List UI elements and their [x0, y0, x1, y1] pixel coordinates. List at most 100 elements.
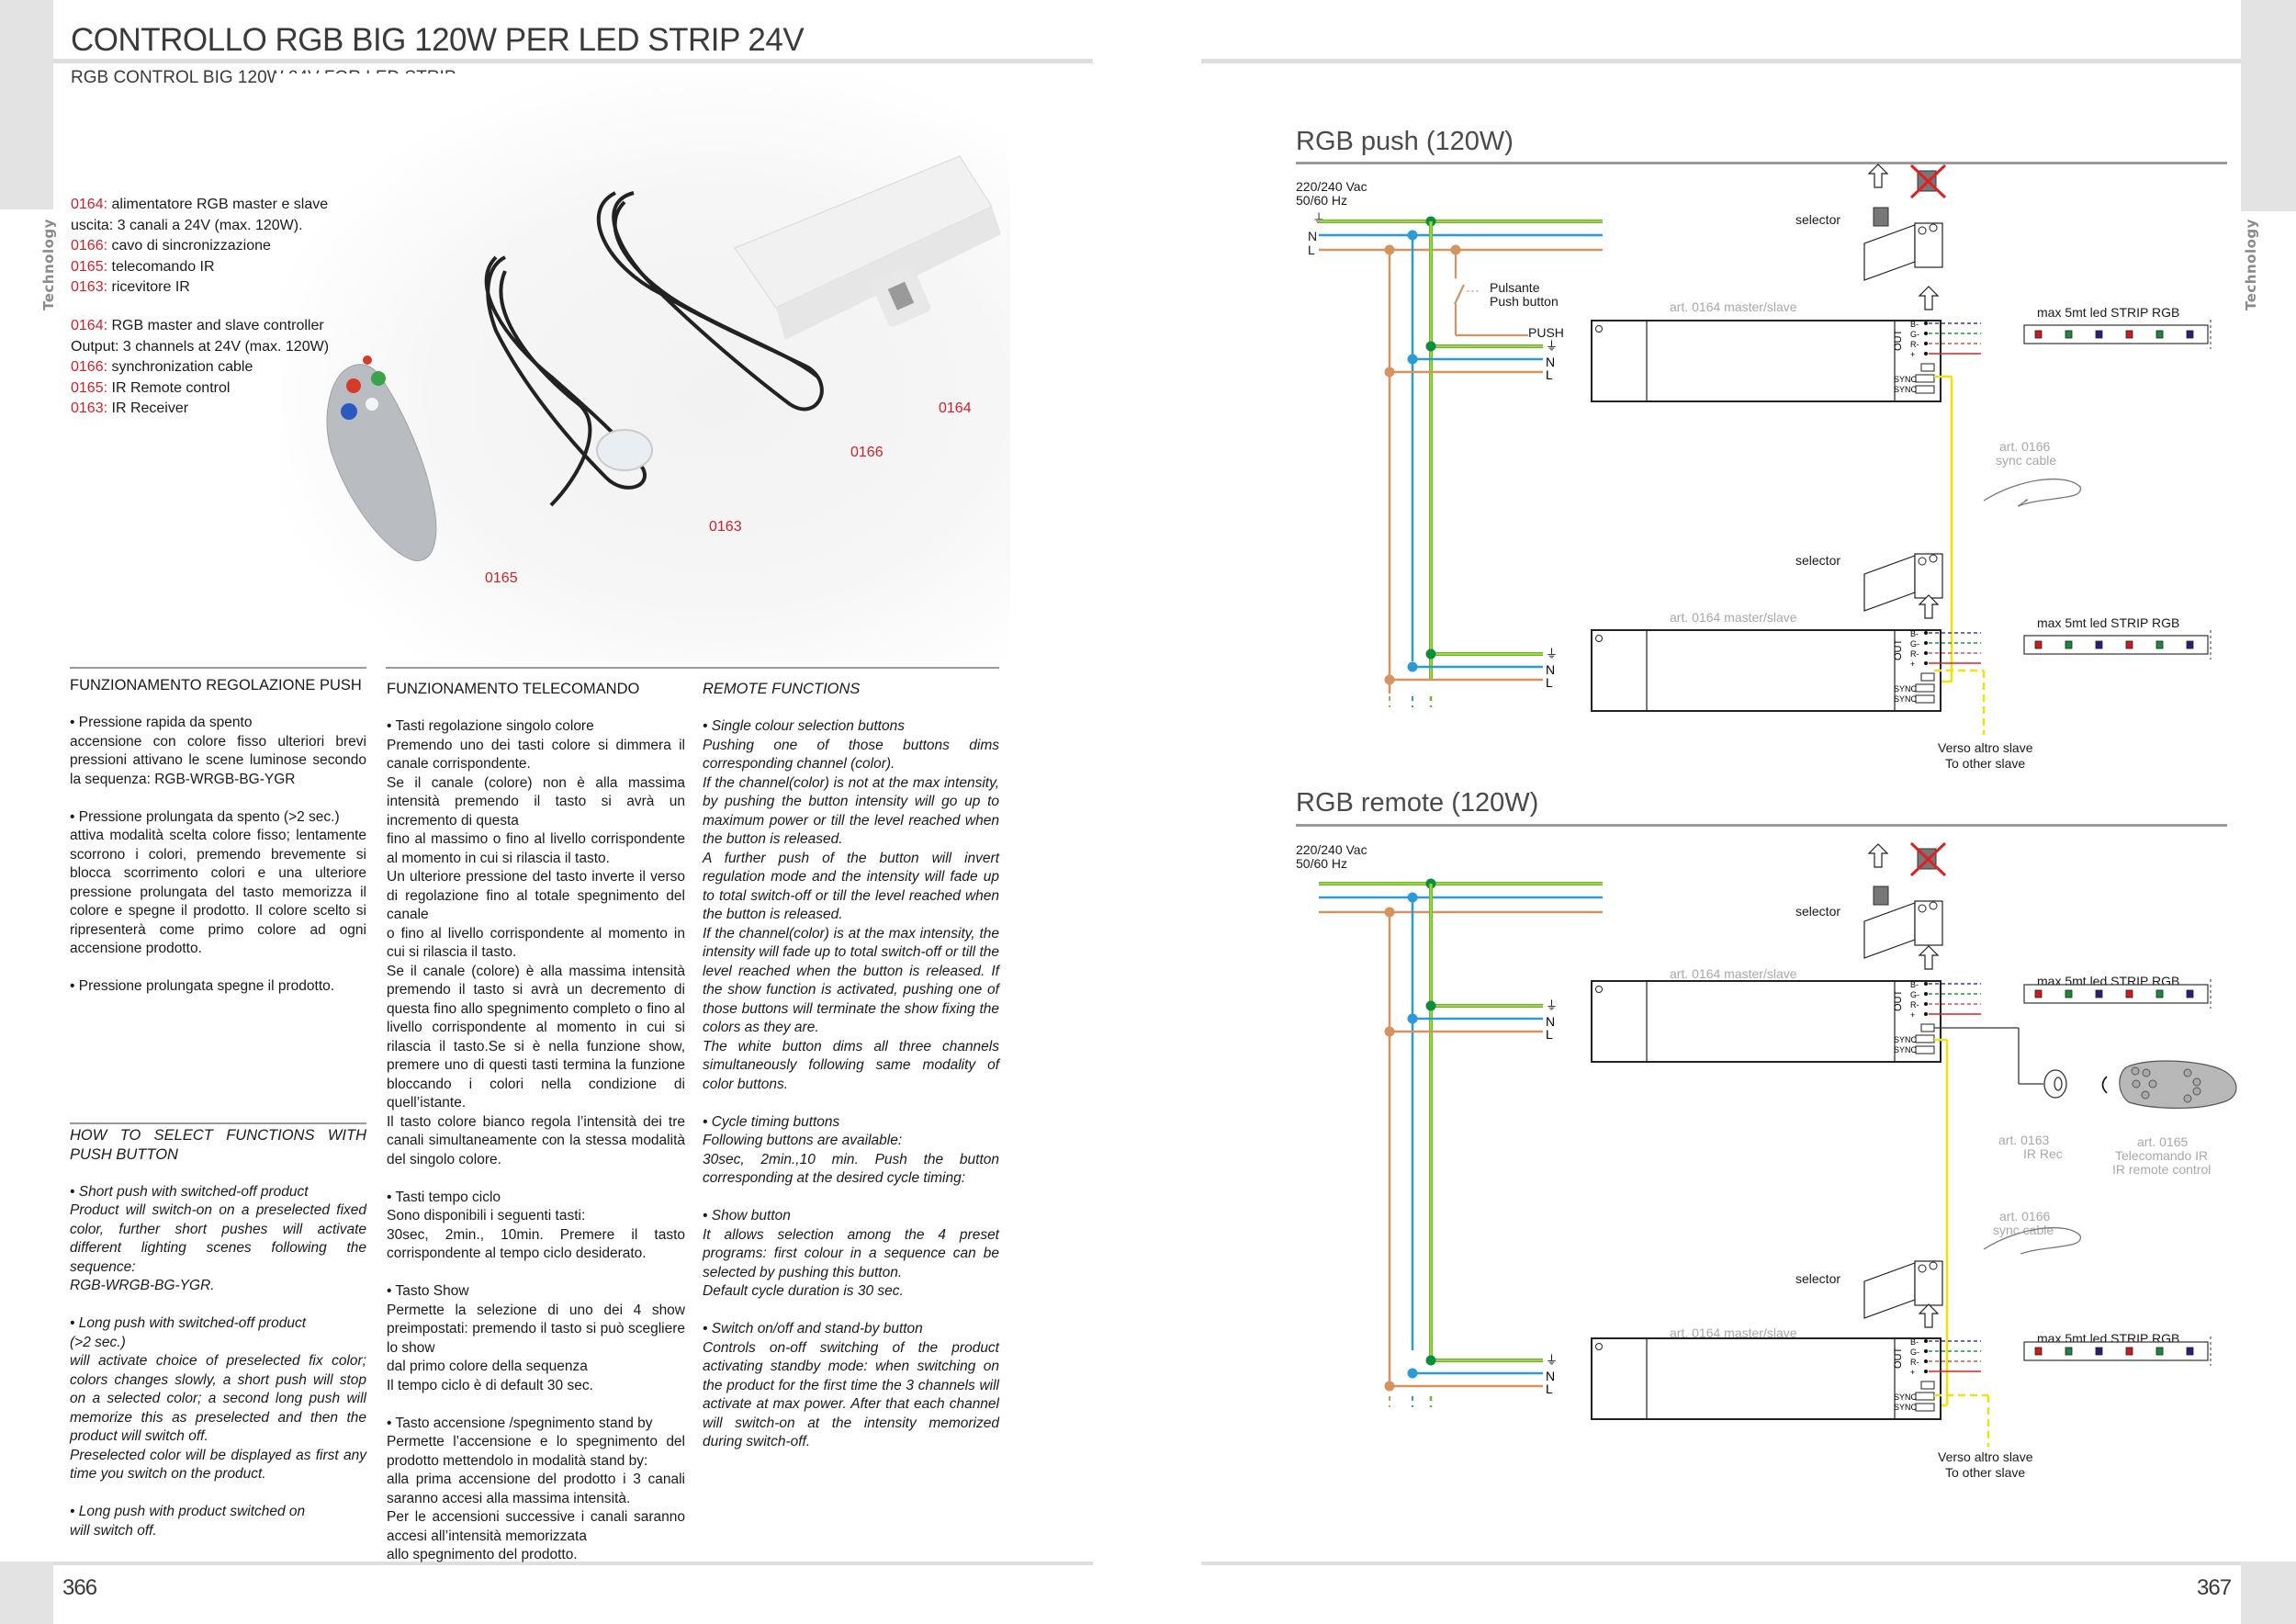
- remote-master-sync-port-1: [1915, 1034, 1935, 1043]
- paragraph: If the channel(color) is not at the max …: [703, 774, 999, 848]
- article-code: 0165:: [71, 258, 108, 275]
- remote-supply-voltage: 220/240 Vac: [1296, 842, 1367, 857]
- push-cross-icon-b: [1909, 164, 1947, 199]
- paragraph: • Short push with switched-off product: [70, 1183, 309, 1200]
- remote-sync-cable-label-1: art. 0166: [1999, 1209, 2051, 1224]
- paragraph: attiva modalità scelta colore fisso; len…: [70, 828, 366, 956]
- remote-master-strip-body: [2023, 984, 2209, 1004]
- remote-master-tap-earth-symbol: ⏚: [1546, 999, 1558, 1013]
- ir-remote-button-4: [2141, 1090, 2150, 1100]
- push-master-selector-screw-1: [1918, 226, 1927, 235]
- push-slave-pin-1: G-: [1910, 639, 1919, 648]
- remote-slave-pin-dot-1: [1924, 1349, 1928, 1353]
- paragraph: 30sec, 2min.,10 min. Push the button cor…: [703, 1151, 999, 1187]
- remote-slave-tap-l-label: L: [1546, 1382, 1553, 1396]
- remote-0165-image: [326, 355, 437, 561]
- col1-mid-rule: [70, 1122, 366, 1124]
- paragraph: If the channel(color) is at the max inte…: [703, 925, 999, 1036]
- push-slave-strip-led-5: [2186, 640, 2194, 649]
- right-footer-tab: [2241, 1562, 2296, 1624]
- push-slave-ir-port-icon: [1920, 672, 1935, 682]
- remote-master-strip-led-3: [2125, 989, 2133, 998]
- remote-slave-device-body: [1591, 1337, 1941, 1420]
- remote-slave-pin-dot-0: [1924, 1339, 1928, 1343]
- remote-slave-pin-0: B-: [1910, 1337, 1919, 1347]
- push-sync-cable-label-2: sync cable: [1996, 453, 2057, 468]
- remote-selector-label-1: selector: [1795, 904, 1841, 919]
- right-footer-rule: [1201, 1562, 2241, 1565]
- push-slave-strip-led-0: [2034, 640, 2043, 649]
- remote-slave-strip-led-4: [2155, 1347, 2164, 1356]
- remote-master-device-screw-icon: [1595, 986, 1603, 993]
- push-jumper-icon: [1873, 207, 1889, 227]
- spec-text: Output: 3 channels at 24V (max. 120W): [71, 338, 330, 355]
- remote-other-slave-it: Verso altro slave: [1938, 1449, 2033, 1464]
- push-master-tap-live-node: [1384, 367, 1395, 378]
- push-master-selector-screw-2: [1929, 223, 1938, 232]
- paragraph: o fino al livello corrispondente al mome…: [387, 925, 685, 961]
- push-supply-voltage: 220/240 Vac: [1296, 179, 1367, 194]
- remote-slave-strip-led-0: [2034, 1347, 2043, 1356]
- push-master-sync-port-2: [1915, 385, 1935, 394]
- push-slave-pin-dot-0: [1924, 631, 1928, 635]
- remote-master-pin-dot-1: [1924, 992, 1928, 996]
- push-selector-label-1: selector: [1795, 212, 1841, 227]
- push-slave-pin-3: +: [1910, 660, 1915, 669]
- remote-master-pin-dot-3: [1924, 1012, 1928, 1016]
- remote-slave-ir-port-icon: [1920, 1381, 1935, 1390]
- photo-label-0166: 0166: [850, 445, 884, 460]
- remote-master-pin-dot-2: [1924, 1002, 1928, 1006]
- left-page-number: 366: [62, 1575, 97, 1600]
- article-code: 0163:: [71, 400, 108, 416]
- remote-ir-remote-label-3: IR remote control: [2112, 1162, 2212, 1177]
- paragraph: • Single colour selection buttons: [703, 718, 905, 734]
- remote-other-slave-en: To other slave: [1945, 1465, 2026, 1480]
- push-strip-label-1: max 5mt led STRIP RGB: [2037, 305, 2180, 320]
- remote-master-sync-label-1: SYNC: [1894, 1035, 1918, 1044]
- remote-supply-frequency: 50/60 Hz: [1296, 856, 1348, 871]
- spec-text: RGB master and slave controller: [107, 318, 324, 333]
- paragraph: • Switch on/off and stand-by button: [703, 1321, 923, 1336]
- remote-master-out-label: OUT: [1893, 990, 1904, 1012]
- paragraph: • Show button: [703, 1208, 791, 1224]
- push-master-pin-3: +: [1910, 350, 1915, 359]
- remote-slave-selector-screw-1: [1918, 1264, 1927, 1273]
- remote-master-tap-l-label: L: [1546, 1027, 1553, 1042]
- push-slave-pin-0: B-: [1910, 629, 1919, 638]
- spec-it-line: 0164: alimentatore RGB master e slave: [71, 195, 328, 216]
- diagram-push-rule: [1296, 162, 2227, 164]
- spec-en-line: 0164: RGB master and slave controller: [71, 316, 329, 337]
- push-master-tap-earth-node: [1425, 341, 1436, 352]
- remote-slave-pin-3: +: [1910, 1368, 1915, 1377]
- spec-en-line: 0163: IR Receiver: [71, 399, 329, 420]
- remote-sync-cable-label-2: sync cable: [1993, 1223, 2054, 1237]
- product-photo: [276, 73, 1010, 661]
- col3-english: REMOTE FUNCTIONS • Single colour selectio…: [703, 680, 999, 1452]
- paragraph: fino al massimo o fino al livello corris…: [387, 831, 685, 866]
- diagram-remote-title: RGB remote (120W): [1296, 788, 1539, 818]
- push-master-sync-label-1: SYNC: [1894, 375, 1918, 384]
- push-slave-tap-l-label: L: [1546, 675, 1553, 690]
- paragraph: • Long push with product switched on: [70, 1504, 306, 1519]
- push-master-tap-n-label: N: [1546, 355, 1555, 369]
- spec-it-line: 0166: cavo di sincronizzazione: [71, 236, 328, 257]
- push-master-strip-led-5: [2186, 330, 2194, 339]
- push-master-pin-dot-3: [1924, 352, 1928, 355]
- paragraph: Il tasto colore bianco regola l’intensit…: [387, 1113, 685, 1167]
- push-master-ir-port-icon: [1920, 363, 1935, 372]
- col3-heading: REMOTE FUNCTIONS: [703, 681, 861, 697]
- push-slave-out-label: OUT: [1893, 639, 1904, 661]
- push-slave-tap-n-label: N: [1546, 662, 1555, 677]
- push-terminal-label: PUSH: [1528, 325, 1564, 340]
- controller-0164-image: [734, 155, 1001, 340]
- col1-italian: FUNZIONAMENTO REGOLAZIONE PUSH• Pression…: [70, 676, 366, 997]
- remote-slave-strip-led-5: [2186, 1347, 2194, 1356]
- spec-it-line: 0165: telecomando IR: [71, 257, 328, 278]
- diagram-remote-rule: [1296, 824, 2227, 827]
- push-other-slave-it: Verso altro slave: [1938, 740, 2033, 755]
- remote-slave-strip-led-2: [2095, 1347, 2103, 1356]
- remote-slave-device-screw-icon: [1595, 1343, 1603, 1350]
- spec-text: alimentatore RGB master e slave: [107, 197, 329, 212]
- paragraph: Se il canale (colore) è alla massima int…: [387, 963, 685, 1111]
